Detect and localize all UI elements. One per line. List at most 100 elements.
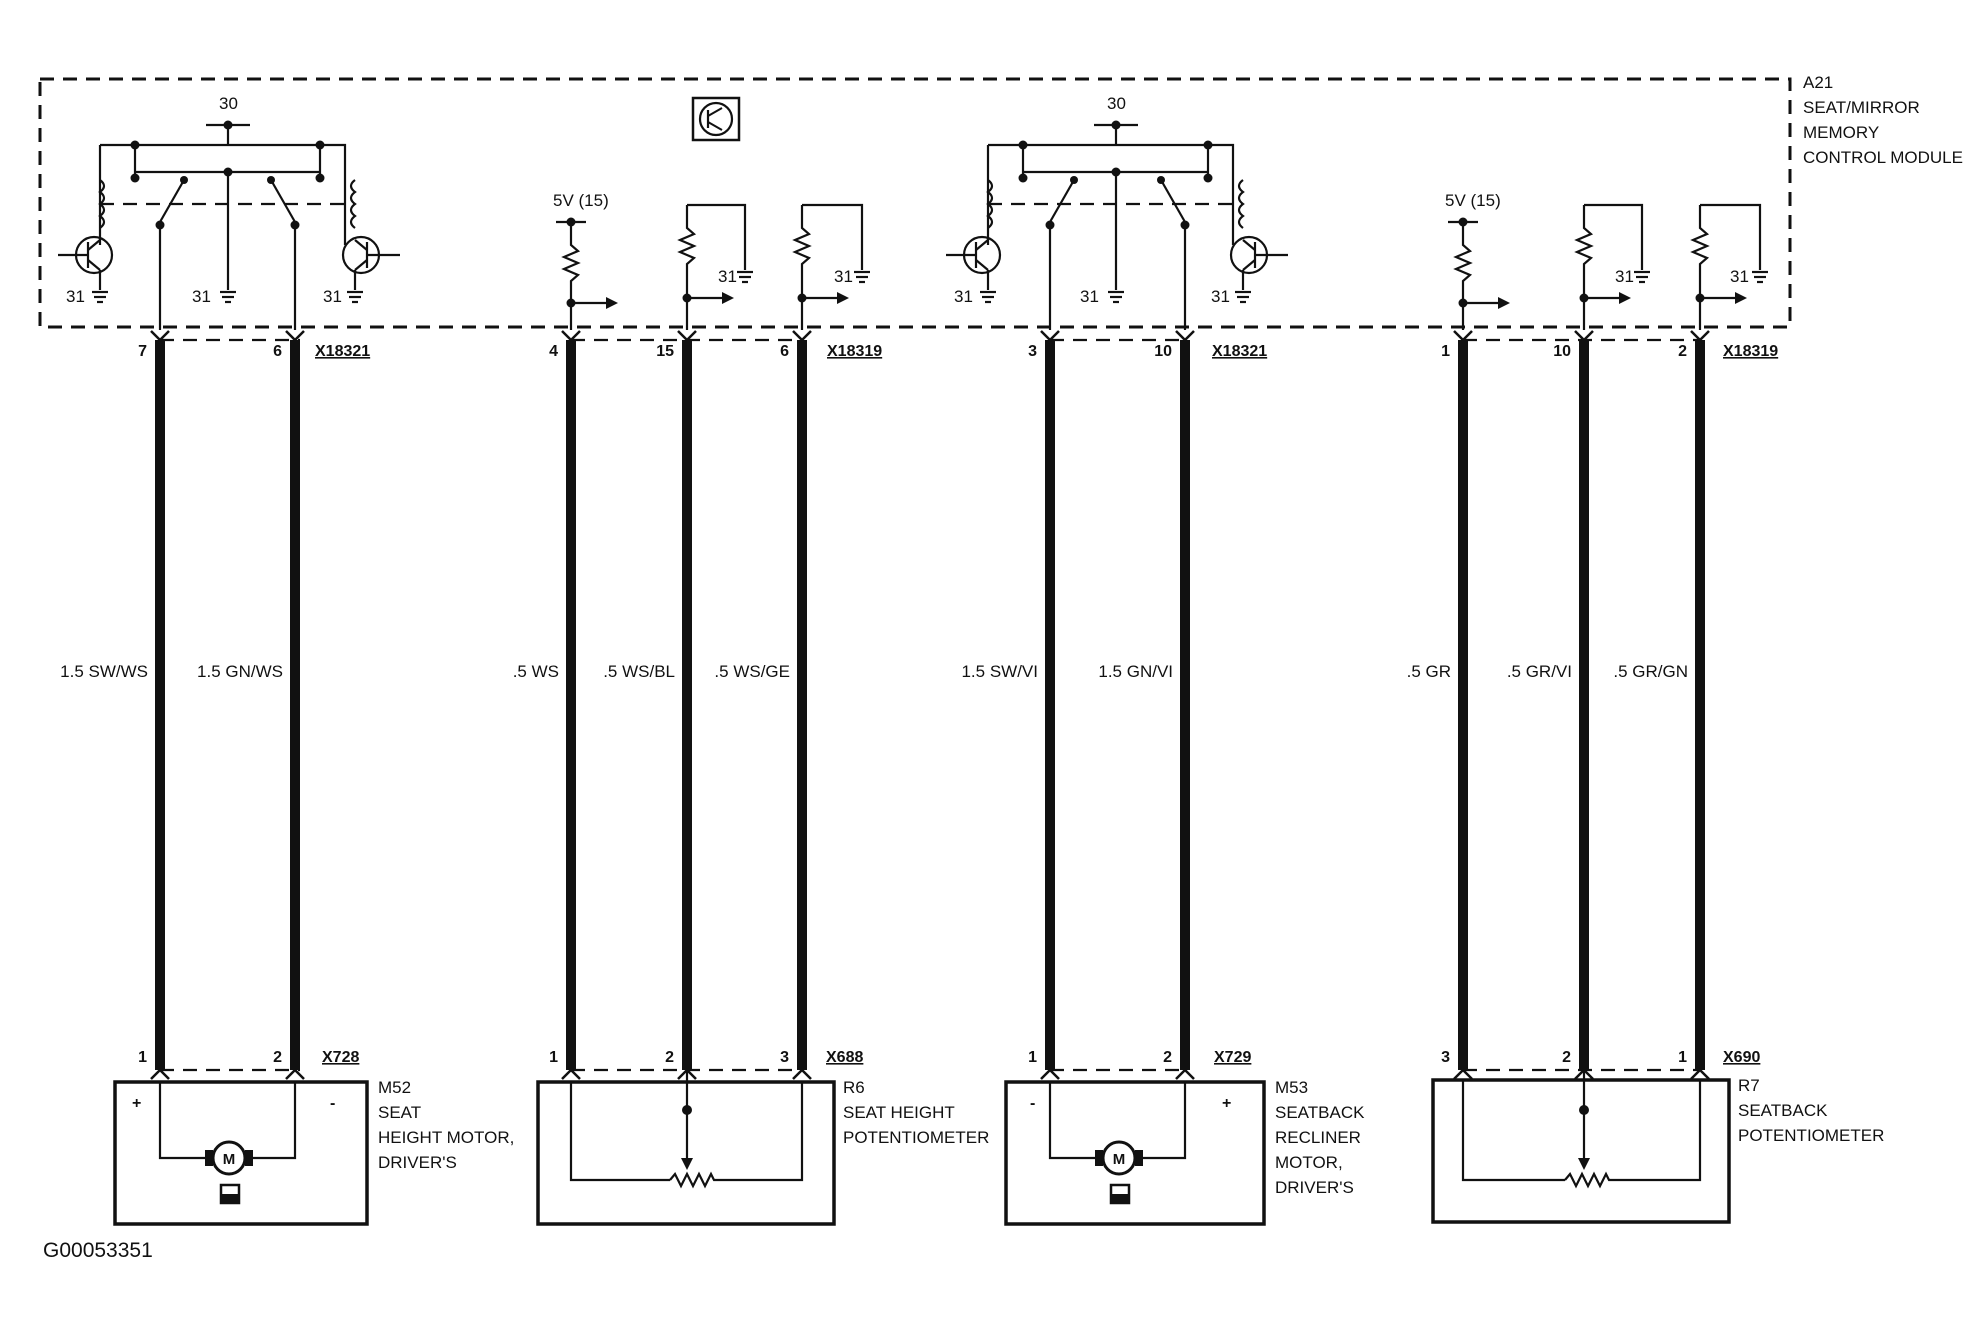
ground-icon — [1634, 270, 1650, 284]
top-pin-number: 10 — [1154, 343, 1172, 360]
connector-pin-icon — [1175, 330, 1195, 342]
ground-label: 31 — [718, 267, 737, 286]
battery-terminal-label: 30 — [219, 94, 238, 113]
component-name-line: DRIVER'S — [1275, 1178, 1354, 1197]
bottom-pin-number: 2 — [273, 1049, 282, 1066]
figure-id: G00053351 — [43, 1239, 153, 1262]
sensor-interface-seatback: 5V (15) 31 31 — [1445, 191, 1768, 330]
wire-color-label: 1.5 GN/VI — [1098, 662, 1173, 681]
ground-icon — [1752, 270, 1768, 284]
component-name-line: MOTOR, — [1275, 1153, 1343, 1172]
wire: 41.5 WS — [513, 330, 581, 1080]
component-name-line: HEIGHT MOTOR, — [378, 1128, 514, 1147]
seatback-potentiometer: R7 SEATBACK POTENTIOMETER — [1431, 1070, 1884, 1224]
ground-label: 31 — [1615, 267, 1634, 286]
memory-icon — [219, 1183, 241, 1205]
bottom-pin-number: 2 — [1562, 1049, 1571, 1066]
motor-symbol: M — [223, 1151, 236, 1168]
driver-transistor-icon — [58, 235, 114, 275]
ground-icon — [980, 290, 996, 304]
connector-pin-icon — [1690, 1068, 1710, 1080]
connector-pin-icon — [150, 1068, 170, 1080]
control-module-outline — [38, 77, 1792, 329]
supply-label: 5V (15) — [1445, 191, 1501, 210]
seat-height-motor: + - M M52 SEAT HEIGHT MOTOR, DRIVER'S — [113, 1078, 514, 1226]
wire-color-label: 1.5 SW/VI — [961, 662, 1038, 681]
wire-color-label: .5 WS — [513, 662, 559, 681]
wire: 10 2 .5 GR/VI — [1507, 330, 1594, 1080]
top-pin-number: 6 — [273, 343, 282, 360]
motor-icon: M — [1095, 1140, 1143, 1176]
connector-label: X688 — [826, 1049, 863, 1066]
component-name-line: DRIVER'S — [378, 1153, 457, 1172]
module-name-line-1: SEAT/MIRROR — [1803, 98, 1920, 117]
component-name-line: POTENTIOMETER — [1738, 1126, 1884, 1145]
module-name-line-3: CONTROL MODULE — [1803, 148, 1963, 167]
ground-label: 31 — [1730, 267, 1749, 286]
component-name-line: POTENTIOMETER — [843, 1128, 989, 1147]
connector-pin-icon — [285, 1068, 305, 1080]
polarity-minus: - — [1030, 1095, 1035, 1112]
connector-pin-icon — [792, 1068, 812, 1080]
bottom-pin-number: 1 — [1678, 1049, 1687, 1066]
module-name-line-2: MEMORY — [1803, 123, 1879, 142]
ground-label: 31 — [1080, 287, 1099, 306]
top-pin-number: 10 — [1553, 343, 1571, 360]
bottom-pin-number: 1 — [1028, 1049, 1037, 1066]
ground-label: 31 — [834, 267, 853, 286]
ground-icon — [220, 290, 236, 304]
connector-pin-icon — [1453, 1068, 1473, 1080]
relay-block-seatback: 30 — [946, 94, 1288, 330]
connector-pin-icon — [677, 330, 697, 342]
connector-pin-icon — [150, 330, 170, 342]
ground-label: 31 — [323, 287, 342, 306]
top-pin-number: 7 — [138, 343, 147, 360]
wire: 63.5 WS/GE — [714, 330, 812, 1080]
connector-label: X18319 — [1723, 343, 1778, 360]
wire: 3 1 1.5 SW/VI — [961, 330, 1060, 1080]
wire: 621.5 GN/WS — [197, 330, 305, 1080]
ground-icon — [1235, 290, 1251, 304]
wire-color-label: .5 WS/BL — [603, 662, 675, 681]
wire-color-label: .5 GR — [1407, 662, 1451, 681]
component-name-line: RECLINER — [1275, 1128, 1361, 1147]
connector-label: X690 — [1723, 1049, 1760, 1066]
bottom-pin-number: 3 — [780, 1049, 789, 1066]
connector-label: X729 — [1214, 1049, 1251, 1066]
wire: 7 1 1.5 SW/WS — [60, 330, 170, 1080]
top-pin-number: 2 — [1678, 343, 1687, 360]
connector-label: X728 — [322, 1049, 359, 1066]
bottom-pin-number: 1 — [138, 1049, 147, 1066]
connector-label: X18321 — [315, 343, 370, 360]
connector-pin-icon — [561, 1068, 581, 1080]
supply-label: 5V (15) — [553, 191, 609, 210]
top-pin-number: 3 — [1028, 343, 1037, 360]
driver-transistor-icon — [341, 235, 400, 275]
connector-pin-icon — [1574, 330, 1594, 342]
bottom-pin-number: 2 — [665, 1049, 674, 1066]
driver-transistor-icon — [1229, 235, 1288, 275]
top-pin-number: 1 — [1441, 343, 1450, 360]
ground-icon — [737, 270, 753, 284]
component-id: R7 — [1738, 1076, 1760, 1095]
ground-label: 31 — [66, 287, 85, 306]
top-pin-number: 6 — [780, 343, 789, 360]
bottom-pin-number: 3 — [1441, 1049, 1450, 1066]
connector-pin-icon — [1040, 1068, 1060, 1080]
component-id: M52 — [378, 1078, 411, 1097]
battery-terminal-label: 30 — [1107, 94, 1126, 113]
wire-color-label: 1.5 SW/WS — [60, 662, 148, 681]
ground-icon — [1108, 290, 1124, 304]
polarity-minus: - — [330, 1095, 335, 1112]
ground-label: 31 — [954, 287, 973, 306]
component-name-line: SEAT HEIGHT — [843, 1103, 955, 1122]
wire-color-label: .5 GR/GN — [1613, 662, 1688, 681]
wire-color-label: .5 GR/VI — [1507, 662, 1572, 681]
component-name-line: SEATBACK — [1275, 1103, 1365, 1122]
seat-height-potentiometer: R6 SEAT HEIGHT POTENTIOMETER — [536, 1070, 989, 1226]
motor-icon: M — [205, 1140, 253, 1176]
connector-pin-icon — [1175, 1068, 1195, 1080]
